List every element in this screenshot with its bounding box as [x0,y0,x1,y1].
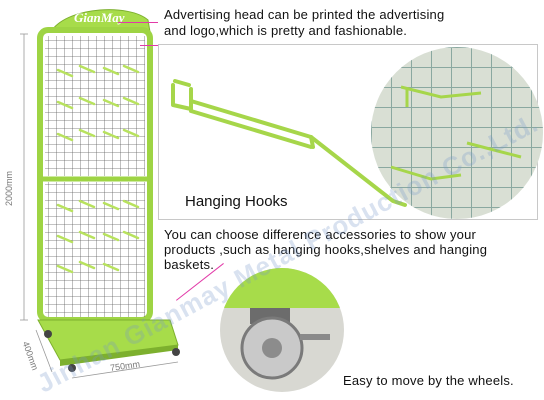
wheel-closeup-photo [220,268,344,392]
wheels-caption: Easy to move by the wheels. [343,373,514,388]
hanging-hook-icon [171,79,407,207]
rack-logo: GianMay [74,10,125,25]
display-rack-illustration [20,9,180,379]
mesh-closeup-photo [371,47,543,219]
dimension-height-label: 2000mm [4,170,14,206]
hooks-label: Hanging Hooks [185,193,288,210]
pointer-line-header [118,22,158,23]
pointer-line-hooks [140,45,158,46]
accessories-caption-line1: You can choose difference accessories to… [164,227,477,242]
hooks-callout-box: Hanging Hooks [158,44,543,220]
accessories-caption-line2: products ,such as hanging hooks,shelves … [164,242,488,257]
advertising-caption-line2: and logo,which is pretty and fashionable… [164,23,408,38]
accessories-caption-line3: baskets. [164,257,215,272]
rack-wheel-icon [44,330,52,338]
rack-header-sign [48,9,151,33]
rack-hooks [56,64,140,274]
advertising-caption-line1: Advertising head can be printed the adve… [164,7,445,22]
